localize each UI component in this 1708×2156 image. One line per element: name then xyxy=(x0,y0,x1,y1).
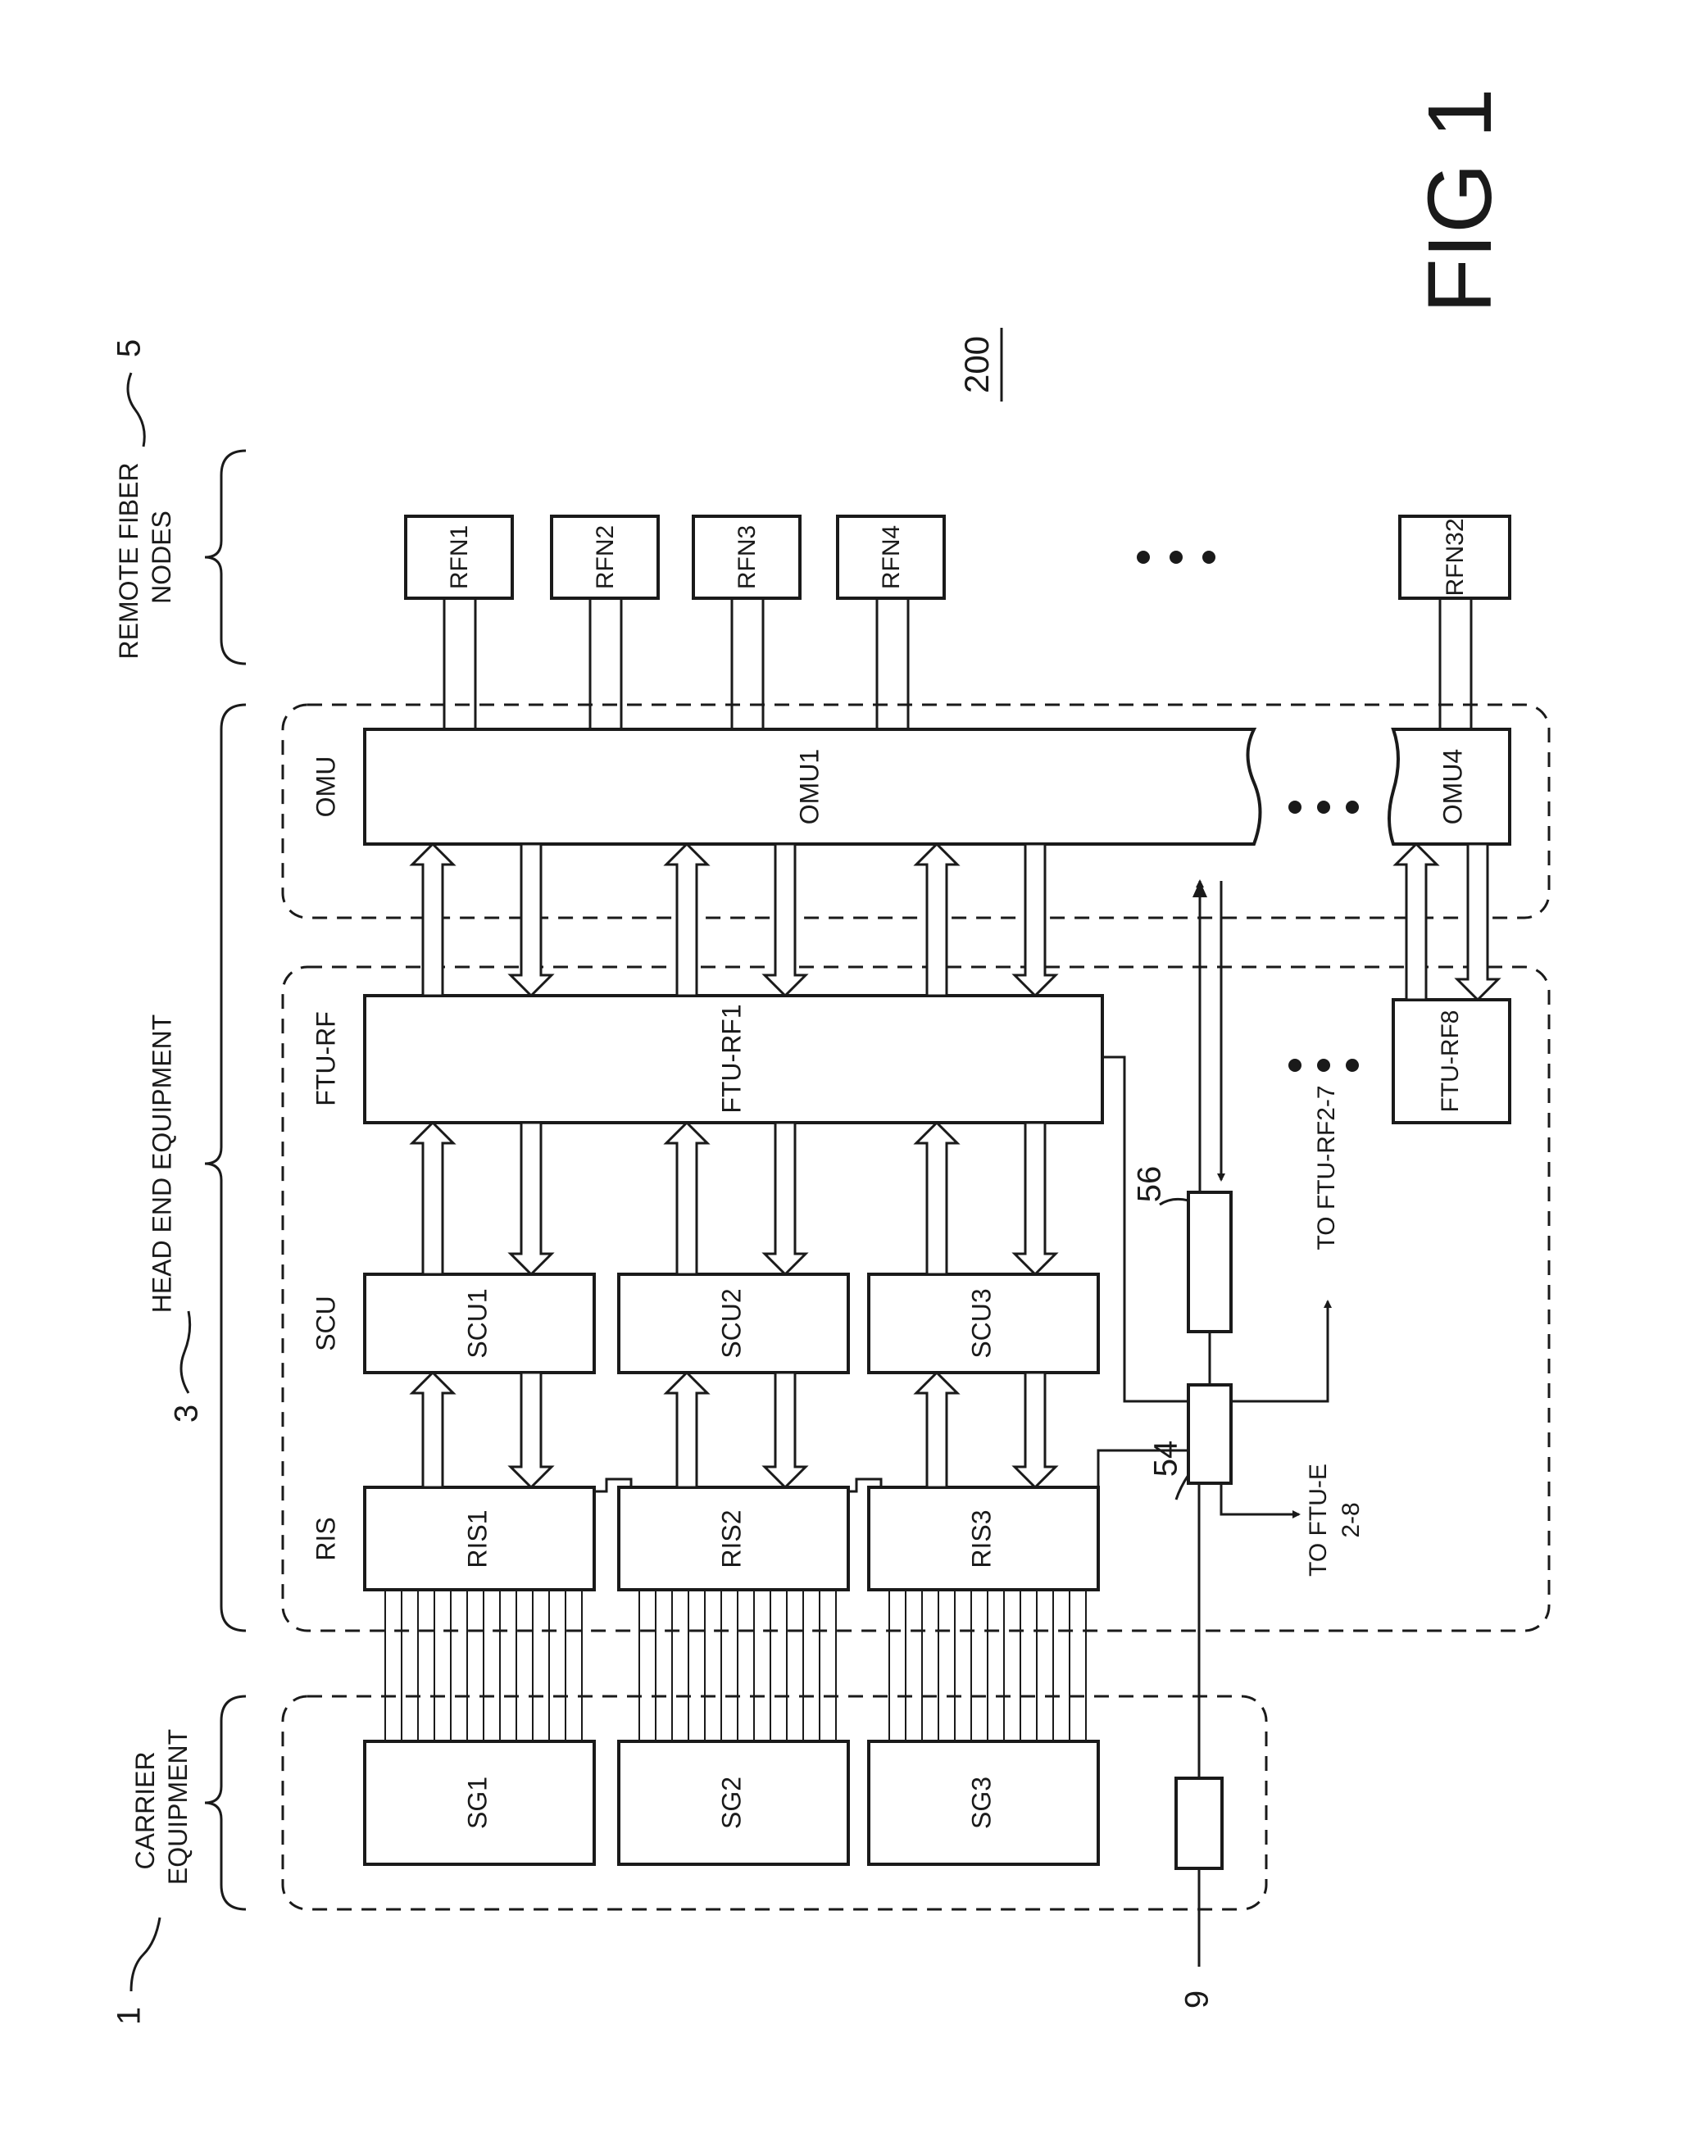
sg1-label: SG1 xyxy=(462,1777,492,1829)
ref-54: 54 xyxy=(1148,1441,1184,1477)
rfn3-label: RFN3 xyxy=(734,525,761,589)
carrier-brace xyxy=(205,1696,246,1909)
figure-label: FIG 1 xyxy=(1410,88,1510,313)
ref-54-leader xyxy=(1176,1475,1188,1500)
section-braces xyxy=(205,451,246,1909)
remote-label-line2: NODES xyxy=(147,511,176,604)
scu3-label: SCU3 xyxy=(966,1288,996,1358)
ref-5: 5 xyxy=(111,339,148,357)
ftu-ellipsis xyxy=(1288,1059,1359,1072)
rfn-links xyxy=(444,598,1471,729)
ris-column-header: RIS xyxy=(311,1517,340,1560)
sg3-label: SG3 xyxy=(966,1777,996,1829)
system-ref-200: 200 xyxy=(957,336,996,393)
rfn1-label: RFN1 xyxy=(446,525,473,589)
carrier-label-line2: EQUIPMENT xyxy=(163,1729,193,1885)
source-9-box xyxy=(1176,1778,1222,1868)
rfn32-label: RFN32 xyxy=(1442,518,1469,596)
omu-ellipsis xyxy=(1288,801,1359,814)
ftu-rf1-label: FTU-RF1 xyxy=(716,1004,746,1113)
to-ftu-rf-label: TO FTU-RF2-7 xyxy=(1313,1085,1340,1250)
rfn-ellipsis xyxy=(1137,551,1215,564)
head-end-brace xyxy=(205,705,246,1631)
ref-5-leader xyxy=(128,373,144,447)
down-arrows xyxy=(511,844,1498,1487)
rfn-labels: RFN1 RFN2 RFN3 RFN4 RFN32 xyxy=(446,518,1469,596)
up-arrows xyxy=(412,844,1437,1487)
head-end-equipment-label: HEAD END EQUIPMENT xyxy=(147,1014,176,1313)
remote-brace xyxy=(205,451,246,664)
to-ftu-e-label-1: TO FTU-E xyxy=(1305,1464,1332,1577)
scu-column-header: SCU xyxy=(311,1296,340,1351)
ftu-rf-column-header: FTU-RF xyxy=(311,1011,340,1106)
ref-3: 3 xyxy=(169,1405,205,1423)
ftu-rf8-label: FTU-RF8 xyxy=(1437,1010,1464,1113)
ref-3-leader xyxy=(181,1311,190,1393)
ris3-label: RIS3 xyxy=(966,1509,996,1568)
sg-ris-bus xyxy=(385,1590,1086,1741)
remote-label-line1: REMOTE FIBER xyxy=(114,462,143,659)
ref-9: 9 xyxy=(1179,1990,1215,2008)
ref-1-leader xyxy=(131,1918,160,1991)
sg2-label: SG2 xyxy=(716,1777,746,1829)
carrier-equipment-label: CARRIER EQUIPMENT xyxy=(130,1729,193,1885)
omu4-label: OMU4 xyxy=(1438,749,1467,824)
ref-1: 1 xyxy=(111,2007,148,2025)
omu-column-header: OMU xyxy=(311,756,340,818)
ref-56: 56 xyxy=(1132,1166,1168,1203)
omu1-label: OMU1 xyxy=(794,749,824,824)
ris2-label: RIS2 xyxy=(716,1509,746,1568)
rfn4-label: RFN4 xyxy=(878,525,905,589)
ris1-label: RIS1 xyxy=(462,1509,492,1568)
scu2-label: SCU2 xyxy=(716,1288,746,1358)
scu1-label: SCU1 xyxy=(462,1288,492,1358)
remote-fiber-nodes-label: REMOTE FIBER NODES xyxy=(114,456,176,660)
carrier-label-line1: CARRIER xyxy=(130,1751,160,1869)
coupler-54-box xyxy=(1188,1385,1231,1483)
element-56-box xyxy=(1188,1192,1231,1332)
rfn-boxes xyxy=(406,516,1510,598)
to-ftu-e-label-2: 2-8 xyxy=(1338,1502,1365,1537)
rfn2-label: RFN2 xyxy=(592,525,619,589)
